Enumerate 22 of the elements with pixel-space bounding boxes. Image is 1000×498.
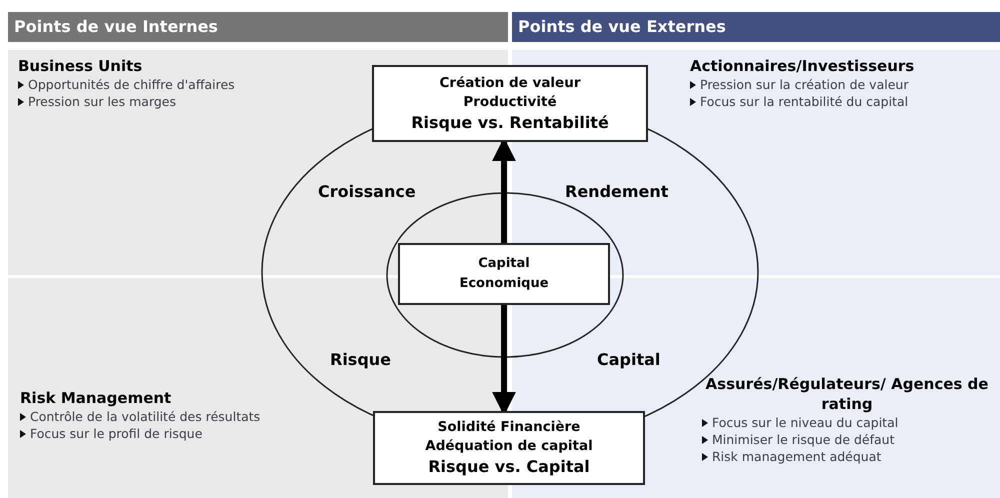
section-header: Points de vue Internes <box>8 12 508 42</box>
cycle-label: Rendement <box>565 181 668 203</box>
cycle-label: Capital <box>597 349 660 371</box>
concept-box: Solidité Financière Adéquation de capital Risque vs. Capital <box>373 411 645 485</box>
bullet-text: Focus sur le profil de risque <box>30 425 202 442</box>
panel-heading: Risk Management <box>20 388 172 408</box>
bullet-text: Pression sur les marges <box>28 93 176 110</box>
concept-box: Capital Economique <box>398 243 610 305</box>
bullet-text: Focus sur le niveau du capital <box>712 414 898 431</box>
cycle-label: Croissance <box>318 181 416 203</box>
bullet-text: Minimiser le risque de défaut <box>712 431 895 448</box>
bullet-text: Opportunités de chiffre d'affaires <box>28 76 235 93</box>
bullet-text: Contrôle de la volatilité des résultats <box>30 408 260 425</box>
bullet-text: Pression sur la création de valeur <box>700 76 908 93</box>
panel-heading: Business Units <box>18 56 144 76</box>
bullet-text: Focus sur la rentabilité du capital <box>700 93 908 110</box>
section-header: Points de vue Externes <box>512 12 1000 42</box>
concept-box: Création de valeur Productivité Risque vs. Rentabilité <box>372 65 648 142</box>
panel-heading: Assurés/Régulateurs/ Agences de rating <box>704 374 990 414</box>
bullet-text: Risk management adéquat <box>712 448 882 465</box>
panel-heading: Actionnaires/Investisseurs <box>690 56 916 76</box>
cycle-label: Risque <box>330 349 392 371</box>
